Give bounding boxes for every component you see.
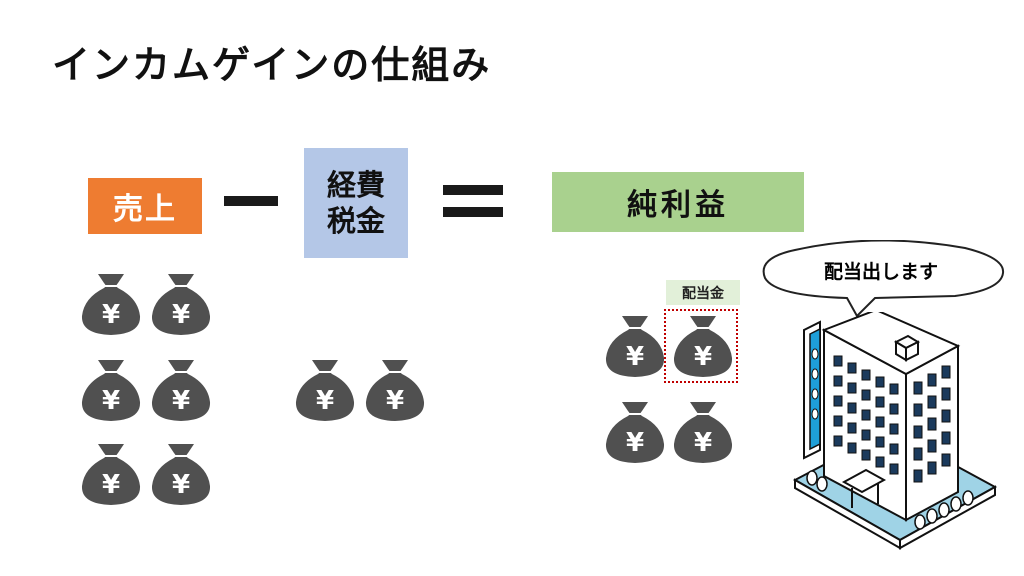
svg-text:¥: ¥ [316, 386, 334, 416]
svg-text:¥: ¥ [172, 470, 190, 500]
svg-text:¥: ¥ [102, 386, 120, 416]
money-bag-icon: ¥ [81, 360, 141, 421]
money-bag-icon: ¥ [365, 360, 425, 421]
sales-box: 売上 [88, 178, 202, 234]
page-title: インカムゲインの仕組み [52, 43, 492, 87]
money-bag-icon: ¥ [151, 444, 211, 505]
svg-text:¥: ¥ [694, 342, 712, 372]
svg-text:¥: ¥ [102, 300, 120, 330]
speech-bubble-text: 配当出します [824, 260, 938, 283]
money-bag-icon: ¥ [81, 444, 141, 505]
svg-text:¥: ¥ [626, 428, 644, 458]
money-bag-icon: ¥ [295, 360, 355, 421]
net-profit-box: 純利益 [552, 172, 804, 232]
expenses-label: 経費 [326, 167, 385, 202]
speech-bubble: 配当出します [762, 240, 1005, 318]
svg-text:¥: ¥ [626, 342, 644, 372]
money-bag-icon: ¥ [605, 316, 665, 377]
taxes-label: 税金 [326, 204, 385, 238]
svg-text:¥: ¥ [386, 386, 404, 416]
money-bag-icon: ¥ [605, 402, 665, 463]
equals-operator-top [443, 185, 503, 195]
money-bag-icon: ¥ [673, 402, 733, 463]
equals-operator-bottom [443, 207, 503, 217]
money-bag-icon: ¥ [151, 274, 211, 335]
svg-text:¥: ¥ [102, 470, 120, 500]
money-bag-icon: ¥ [151, 360, 211, 421]
svg-text:¥: ¥ [172, 300, 190, 330]
company-building-icon [792, 312, 998, 550]
money-bag-icon: ¥ [81, 274, 141, 335]
dividend-tag: 配当金 [666, 280, 740, 305]
svg-text:¥: ¥ [172, 386, 190, 416]
minus-operator [224, 196, 278, 206]
svg-text:¥: ¥ [694, 428, 712, 458]
dividend-highlight-frame [664, 309, 738, 383]
expenses-taxes-box: 経費 税金 [304, 148, 408, 258]
money-bag-icon: ¥ [673, 316, 733, 377]
